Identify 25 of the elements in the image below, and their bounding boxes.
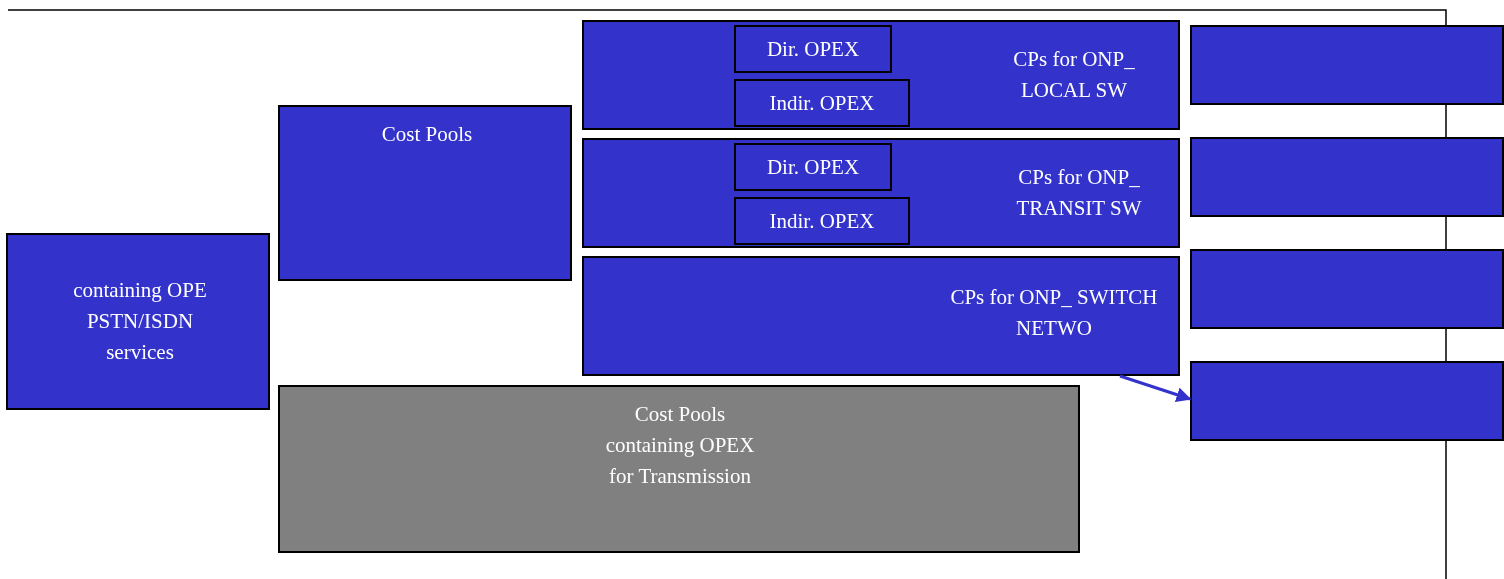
- process-box: [734, 143, 892, 191]
- box-label: Cost Pools containing OPEX for Transmission: [604, 401, 756, 490]
- process-box: [6, 233, 270, 410]
- box-label: Dir. OPEX: [765, 35, 861, 63]
- process-box: [582, 138, 1180, 248]
- empty-box: [1190, 361, 1504, 441]
- empty-box: [1190, 25, 1504, 105]
- box-label: Cost Pools: [380, 121, 474, 148]
- box-label: CPs for ONP_ TRANSIT SW: [1015, 164, 1143, 222]
- box-label: Indir. OPEX: [768, 89, 876, 117]
- process-box: [582, 20, 1180, 130]
- process-box: [278, 385, 1080, 553]
- empty-box: [1190, 249, 1504, 329]
- empty-box: [1190, 137, 1504, 217]
- box-label: Indir. OPEX: [768, 207, 876, 235]
- arrow: [1119, 374, 1192, 402]
- process-box: [278, 105, 572, 281]
- process-box: [582, 256, 1180, 376]
- process-box: [734, 197, 910, 245]
- box-label: CPs for ONP_ SWITCH NETWO: [949, 284, 1159, 342]
- box-label: CPs for ONP_ LOCAL SW: [1012, 46, 1136, 104]
- process-box: [734, 79, 910, 127]
- process-box: [734, 25, 892, 73]
- box-label: Dir. OPEX: [765, 153, 861, 181]
- box-label: containing OPE PSTN/ISDN services: [72, 277, 208, 366]
